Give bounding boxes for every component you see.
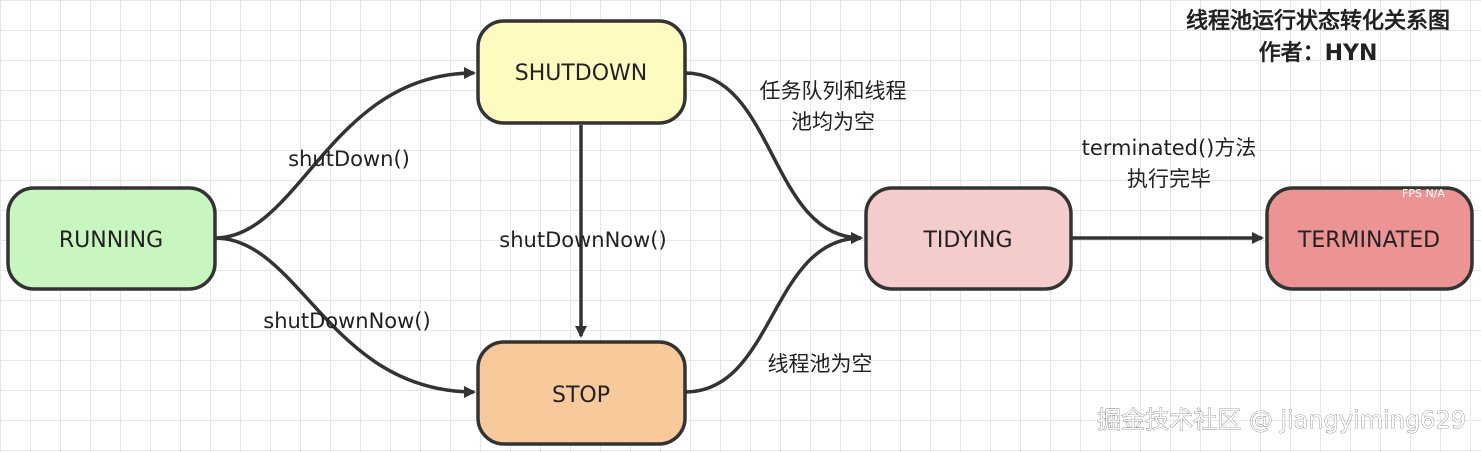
- diagram-author: 作者：HYN: [1259, 41, 1378, 66]
- node-stop-label: STOP: [552, 383, 610, 408]
- edge-label-terminated-line1: terminated()方法: [1082, 136, 1257, 160]
- edge-label-terminated-line2: 执行完毕: [1127, 167, 1211, 191]
- node-shutdown: SHUTDOWN: [476, 19, 687, 125]
- edge-label-shutdown: shutDown(): [288, 147, 410, 171]
- node-shutdown-label: SHUTDOWN: [515, 61, 648, 86]
- node-running: RUNNING: [6, 186, 217, 291]
- edge-label-queue-empty-line2: 池均为空: [791, 110, 875, 134]
- watermark-text: 掘金技术社区 @ jiangyiming629: [1097, 406, 1466, 434]
- edge-label-queue-empty-line1: 任务队列和线程: [760, 79, 907, 103]
- node-stop-box: [476, 340, 687, 446]
- edge-shutdown-to-tidying: [684, 71, 863, 244]
- edge-label-pool-empty: 线程池为空: [768, 352, 873, 376]
- node-running-label: RUNNING: [59, 228, 163, 253]
- node-tidying-box: [864, 186, 1073, 291]
- node-terminated: TERMINATED: [1265, 186, 1474, 291]
- node-shutdown-box: [476, 19, 687, 125]
- node-stop: STOP: [476, 340, 687, 446]
- edge-label-shutdown-shutdownnow: shutDownNow(): [499, 228, 666, 252]
- edge-running-to-stop: [214, 236, 476, 398]
- node-tidying-label: TIDYING: [922, 228, 1012, 253]
- node-tidying: TIDYING: [864, 186, 1073, 291]
- node-terminated-box: [1265, 186, 1474, 291]
- node-terminated-label: TERMINATED: [1297, 228, 1440, 253]
- edge-stop-to-tidying: [684, 232, 863, 394]
- edge-label-running-shutdownnow: shutDownNow(): [263, 309, 430, 333]
- edge-running-to-shutdown: [214, 67, 476, 240]
- fps-indicator: FPS N/A: [1402, 187, 1445, 200]
- node-running-box: [6, 186, 217, 291]
- diagram-title: 线程池运行状态转化关系图: [1186, 8, 1450, 34]
